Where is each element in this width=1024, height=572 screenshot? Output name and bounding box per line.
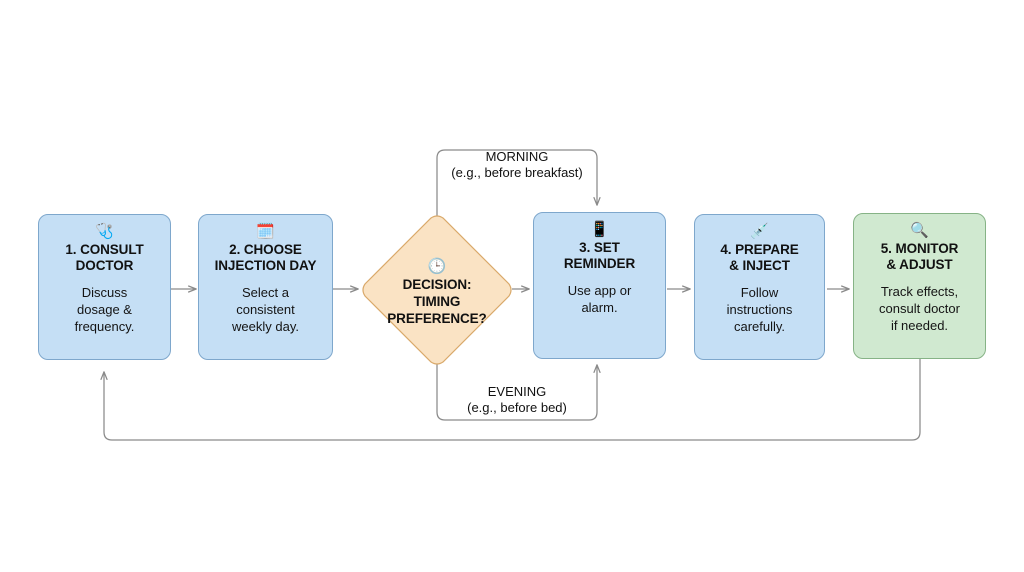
node-title: 2. CHOOSE INJECTION DAY <box>215 242 317 274</box>
decision-body: 🕒 DECISION: TIMING PREFERENCE? <box>362 215 512 365</box>
node-set-reminder[interactable]: 📱 3. SET REMINDER Use app or alarm. <box>533 212 666 359</box>
node-title: 5. MONITOR & ADJUST <box>881 241 959 273</box>
node-desc-line: carefully. <box>733 319 786 334</box>
node-prepare-inject[interactable]: 💉 4. PREPARE & INJECT Follow instruction… <box>694 214 825 360</box>
node-title: 1. CONSULT DOCTOR <box>65 242 143 274</box>
calendar-pencil-icon: 🗓️ <box>256 223 275 240</box>
node-title-line: INJECTION DAY <box>214 258 317 273</box>
node-desc-line: Track effects, <box>880 284 959 299</box>
node-choose-injection-day[interactable]: 🗓️ 2. CHOOSE INJECTION DAY Select a cons… <box>198 214 333 360</box>
node-title-line: & ADJUST <box>886 257 953 272</box>
node-desc-line: frequency. <box>74 319 135 334</box>
mobile-phone-icon: 📱 <box>590 221 609 238</box>
node-description: Discuss dosage & frequency. <box>75 284 135 335</box>
magnifying-glass-icon: 🔍 <box>910 222 929 239</box>
decision-title: DECISION: TIMING PREFERENCE? <box>387 276 487 327</box>
node-title-line: 3. SET <box>579 240 620 255</box>
node-title: 4. PREPARE & INJECT <box>720 242 798 274</box>
node-title-line: DOCTOR <box>75 258 134 273</box>
node-desc-line: Follow <box>740 285 779 300</box>
node-desc-line: consult doctor <box>879 301 960 316</box>
node-desc-line: Use app or <box>567 283 632 298</box>
node-description: Select a consistent weekly day. <box>232 284 299 335</box>
syringe-icon: 💉 <box>750 223 769 240</box>
node-desc-line: alarm. <box>581 300 618 315</box>
clock-icon: 🕒 <box>427 257 447 275</box>
edge-label-morning: MORNING (e.g., before breakfast) <box>417 149 617 181</box>
edge-label-evening-sub: (e.g., before bed) <box>467 400 567 415</box>
node-description: Track effects, consult doctor if needed. <box>879 283 960 334</box>
stethoscope-icon: 🩺 <box>95 223 114 240</box>
node-desc-line: dosage & <box>77 302 132 317</box>
node-title-line: & INJECT <box>729 258 790 273</box>
node-desc-line: consistent <box>236 302 295 317</box>
node-monitor-adjust[interactable]: 🔍 5. MONITOR & ADJUST Track effects, con… <box>853 213 986 359</box>
edge-label-morning-main: MORNING <box>485 149 549 164</box>
node-desc-line: instructions <box>726 302 793 317</box>
node-description: Use app or alarm. <box>568 282 632 316</box>
node-title-line: 2. CHOOSE <box>229 242 302 257</box>
node-desc-line: Discuss <box>81 285 128 300</box>
decision-title-line: PREFERENCE? <box>387 310 487 326</box>
node-desc-line: weekly day. <box>232 319 299 334</box>
node-title: 3. SET REMINDER <box>564 240 635 272</box>
node-description: Follow instructions carefully. <box>727 284 793 335</box>
node-title-line: 5. MONITOR <box>880 241 959 256</box>
edge-label-morning-sub: (e.g., before breakfast) <box>451 165 583 180</box>
node-title-line: 1. CONSULT <box>65 242 144 257</box>
node-title-line: 4. PREPARE <box>720 242 799 257</box>
decision-title-line: TIMING <box>413 293 461 309</box>
edge-label-evening-main: EVENING <box>487 384 547 399</box>
decision-title-line: DECISION: <box>402 276 472 292</box>
node-consult-doctor[interactable]: 🩺 1. CONSULT DOCTOR Discuss dosage & fre… <box>38 214 171 360</box>
node-desc-line: if needed. <box>890 318 949 333</box>
node-desc-line: Select a <box>242 285 289 300</box>
node-decision-timing-preference[interactable]: 🕒 DECISION: TIMING PREFERENCE? <box>362 215 512 365</box>
node-title-line: REMINDER <box>563 256 636 271</box>
edge-label-evening: EVENING (e.g., before bed) <box>417 384 617 416</box>
